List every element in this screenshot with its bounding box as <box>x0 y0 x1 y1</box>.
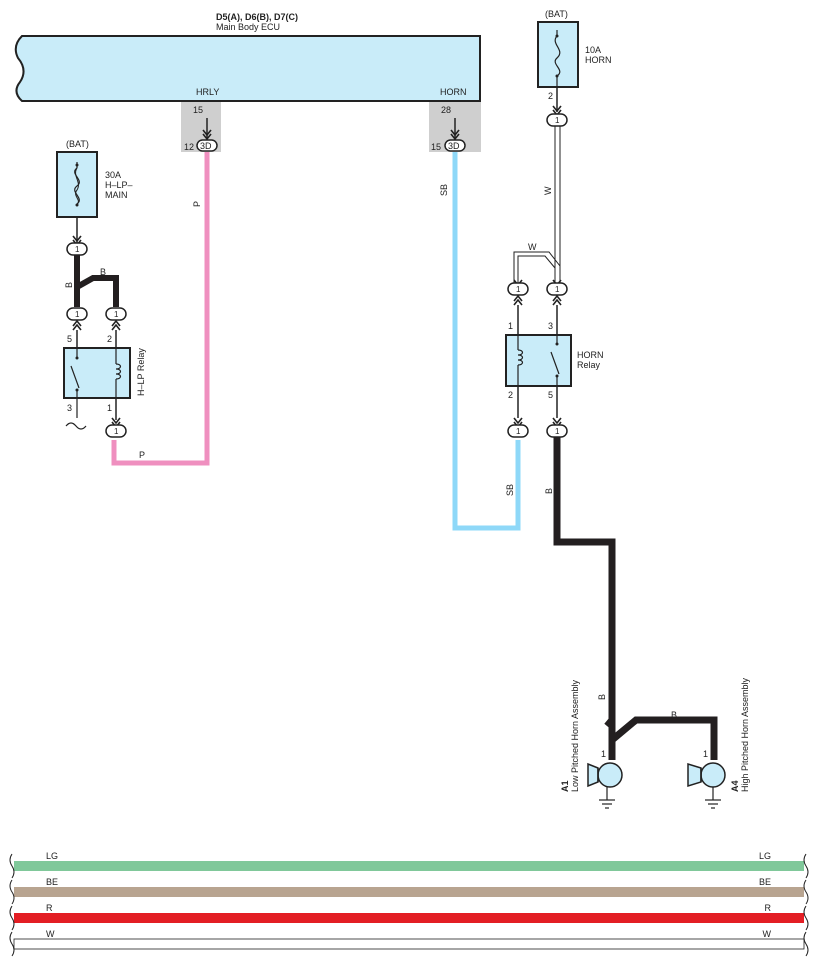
hrly-conn-code: 3D <box>200 141 212 151</box>
horn-high-code: A4 <box>730 780 740 792</box>
horn-relay-pin-2: 2 <box>508 390 513 400</box>
wire-sb-label-vertical: SB <box>439 184 449 196</box>
wire-sb: SB SB <box>439 152 521 531</box>
ecu-pin-horn-label: HORN <box>440 87 467 97</box>
ecu-pin-hrly-label: HRLY <box>196 87 219 97</box>
horn-relay-pin-1: 1 <box>508 321 513 331</box>
horn-relay: 1 3 HORN Relay 2 5 1 1 <box>505 321 604 438</box>
connector-label: 1 <box>555 427 560 436</box>
horn-low-code: A1 <box>560 780 570 792</box>
wire-b-hlp-label-vertical: B <box>64 282 74 288</box>
hlp-relay-pin-3: 3 <box>67 403 72 413</box>
hlp-relay: 5 2 H–LP Relay 3 1 1 <box>63 334 146 438</box>
legend-code-label: LG <box>759 851 771 861</box>
legend-wire-band <box>14 861 804 871</box>
connector-label: 1 <box>516 427 521 436</box>
hrly-connector: 15 12 3D <box>181 102 221 152</box>
ecu-name: Main Body ECU <box>216 22 280 32</box>
hlp-relay-pin-1: 1 <box>107 403 112 413</box>
legend-code-label: R <box>765 903 772 913</box>
legend-break-mark <box>9 853 15 879</box>
legend-break-mark <box>9 905 15 931</box>
fuse-hlp-name-1: H–LP– <box>105 180 133 190</box>
horn-low-pin: 1 <box>601 749 606 759</box>
wire-b-horn-label-3: B <box>671 710 677 720</box>
fuse-horn-source: (BAT) <box>545 9 568 19</box>
legend-row-be: BE BE <box>9 877 809 905</box>
connector-horn-relay-top: 1 1 <box>507 279 568 335</box>
connector-label: 1 <box>75 245 80 254</box>
wire-w: W W <box>513 126 561 283</box>
fuse-hlp-main: (BAT) 30A H–LP– MAIN <box>56 139 133 246</box>
connector-hlp-relay-top: 1 1 <box>66 307 127 348</box>
hlp-relay-name: H–LP Relay <box>136 348 146 396</box>
wire-sb-label-lower: SB <box>505 484 515 496</box>
legend-break-mark <box>803 879 809 905</box>
horn-high: 1 A4 High Pitched Horn Assembly <box>687 677 750 809</box>
legend-code-label: W <box>763 929 772 939</box>
horn-relay-name-1: HORN <box>577 350 604 360</box>
connector-label: 1 <box>75 310 80 319</box>
connector-label: 1 <box>114 427 119 436</box>
legend-break-mark <box>803 853 809 879</box>
hrly-conn-pin: 12 <box>184 142 194 152</box>
legend-break-mark <box>803 931 809 957</box>
wire-w-label-horizontal: W <box>528 242 537 252</box>
hlp-relay-pin-2: 2 <box>107 334 112 344</box>
legend-code-label: W <box>46 929 55 939</box>
ecu-codes: D5(A), D6(B), D7(C) <box>216 12 298 22</box>
horn-relay-name-2: Relay <box>577 360 601 370</box>
connector-label: 1 <box>555 285 560 294</box>
wire-p-label-horizontal: P <box>139 450 145 460</box>
horn-relay-pin-5: 5 <box>548 390 553 400</box>
legend-wire-band <box>13 938 805 950</box>
wire-b-horn-label-1: B <box>544 488 554 494</box>
horn-low: 1 A1 Low Pitched Horn Assembly <box>560 679 623 809</box>
wire-p: P P <box>111 152 210 466</box>
fuse-horn-name: HORN <box>585 55 612 65</box>
legend-code-label: R <box>46 903 53 913</box>
legend-break-mark <box>9 931 15 957</box>
fuse-horn: (BAT) 10A HORN 2 1 <box>537 9 612 127</box>
horn-conn-pin: 15 <box>431 142 441 152</box>
connector-label: 1 <box>555 116 560 125</box>
legend-code-label: BE <box>759 877 771 887</box>
horn-pin-number: 28 <box>441 105 451 115</box>
fuse-horn-pin: 2 <box>548 91 553 101</box>
legend-break-mark <box>9 879 15 905</box>
connector-label: 1 <box>516 285 521 294</box>
horn-low-name: Low Pitched Horn Assembly <box>570 679 580 792</box>
horn-conn-code: 3D <box>448 141 460 151</box>
legend-code-label: LG <box>46 851 58 861</box>
wire-b-hlp-label-horizontal: B <box>100 267 106 277</box>
wire-b-horn-label-2: B <box>597 694 607 700</box>
legend-code-label: BE <box>46 877 58 887</box>
horn-ecu-connector: 28 15 3D <box>429 102 481 152</box>
wire-b-horn: B B B <box>544 437 718 760</box>
wire-b-hlp: B B <box>64 255 119 307</box>
hlp-relay-pin-5: 5 <box>67 334 72 344</box>
wire-w-label-vertical: W <box>543 186 553 195</box>
fuse-horn-amps: 10A <box>585 45 601 55</box>
legend-wire-band <box>14 887 804 897</box>
main-body-ecu: D5(A), D6(B), D7(C) Main Body ECU HRLY H… <box>14 12 481 102</box>
connector-hlp-fuse: 1 <box>66 242 88 256</box>
fuse-hlp-name-2: MAIN <box>105 190 128 200</box>
legend-wire-band <box>14 913 804 923</box>
horn-high-name: High Pitched Horn Assembly <box>740 677 750 792</box>
connector-label: 1 <box>114 310 119 319</box>
horn-relay-pin-3: 3 <box>548 321 553 331</box>
horn-high-pin: 1 <box>703 749 708 759</box>
fuse-hlp-source: (BAT) <box>66 139 89 149</box>
legend-row-lg: LG LG <box>9 851 809 879</box>
hrly-pin-number: 15 <box>193 105 203 115</box>
legend-break-mark <box>803 905 809 931</box>
wire-p-label-vertical: P <box>192 201 202 207</box>
fuse-hlp-amps: 30A <box>105 170 121 180</box>
